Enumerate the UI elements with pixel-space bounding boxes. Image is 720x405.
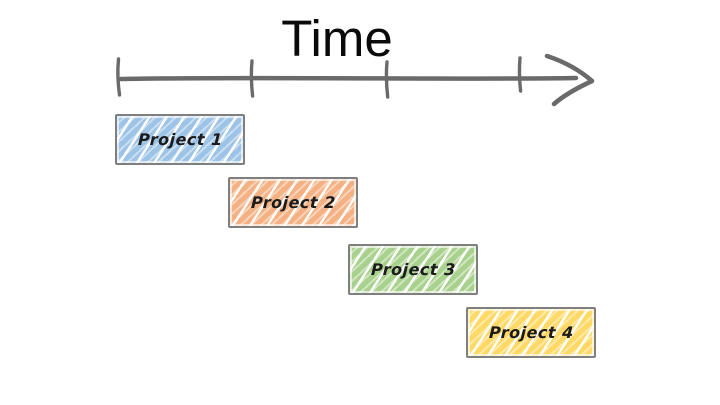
timeline-title: Time	[281, 10, 393, 67]
project-label-1: Project 1	[137, 130, 223, 149]
project-label-3: Project 3	[370, 260, 456, 279]
tick-mark	[116, 57, 122, 97]
tick-mark	[384, 60, 390, 99]
tick-mark	[517, 56, 523, 93]
tick-mark	[249, 59, 255, 98]
arrowhead-icon	[544, 53, 595, 107]
timeline-axis-line	[118, 75, 579, 82]
project-label-2: Project 2	[250, 193, 336, 212]
project-box-1: Project 1	[115, 114, 245, 165]
project-box-4: Project 4	[466, 307, 596, 358]
project-label-4: Project 4	[488, 323, 574, 342]
project-box-2: Project 2	[228, 177, 358, 228]
project-box-3: Project 3	[348, 244, 478, 295]
